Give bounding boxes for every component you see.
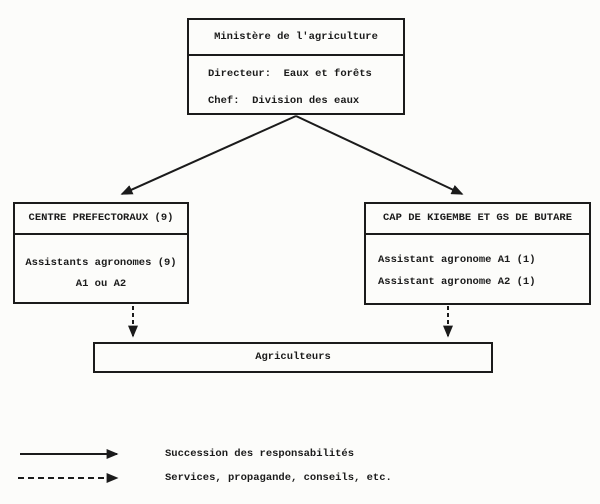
farmers-title: Agriculteurs [255, 351, 331, 363]
ministry-chief-line: Chef: Division des eaux [208, 95, 360, 107]
farmers-box: Agriculteurs [93, 342, 493, 373]
centre-box: CENTRE PREFECTORAUX (9) Assistants agron… [13, 202, 189, 304]
solid-arrow-to-cap [295, 115, 464, 195]
ministry-director-line: Directeur: Eaux et forêts [208, 68, 372, 80]
cap-assistant-a2-line: Assistant agronome A2 (1) [378, 276, 536, 288]
centre-grade-line: A1 ou A2 [75, 278, 127, 290]
ministry-box: Ministère de l'agriculture Directeur: Ea… [187, 18, 405, 115]
cap-box: CAP DE KIGEMBE ET GS DE BUTARE Assistant… [364, 202, 591, 305]
legend-dashed-label: Services, propagande, conseils, etc. [165, 472, 392, 484]
cap-assistant-a1-line: Assistant agronome A1 (1) [378, 254, 536, 266]
cap-title: CAP DE KIGEMBE ET GS DE BUTARE [366, 204, 589, 235]
centre-title: CENTRE PREFECTORAUX (9) [15, 204, 187, 235]
ministry-title: Ministère de l'agriculture [189, 20, 403, 56]
solid-arrow-to-centre [120, 115, 297, 195]
centre-staff-line: Assistants agronomes (9) [25, 257, 177, 269]
legend-solid-label: Succession des responsabilités [165, 448, 355, 460]
